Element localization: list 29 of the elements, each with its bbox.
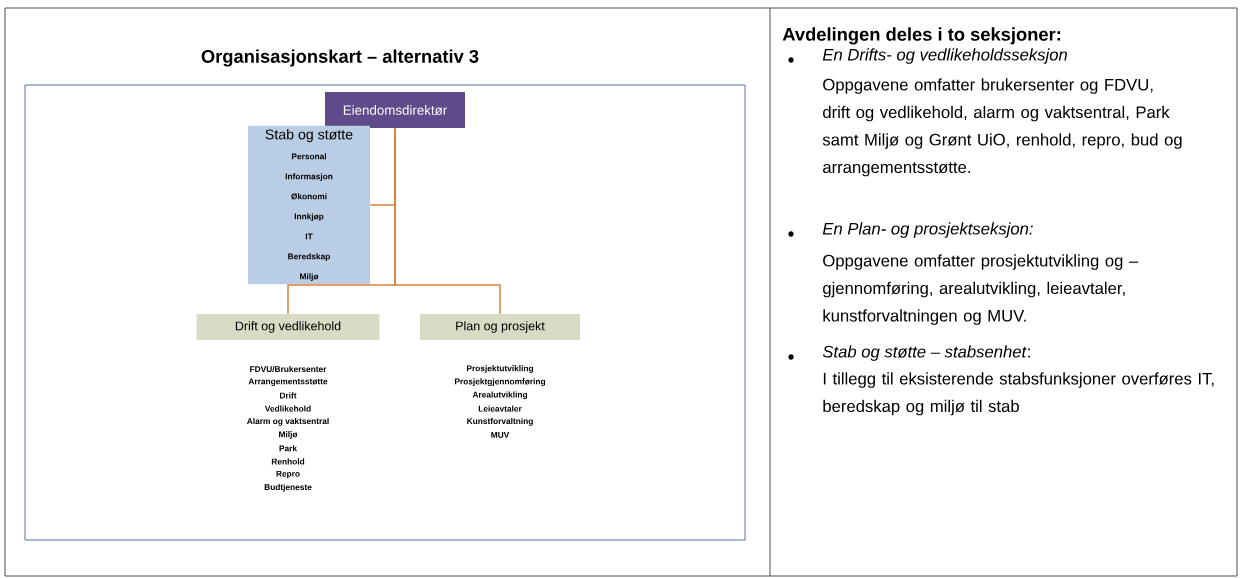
- unit-name: Arrangementsstøtte: [248, 378, 328, 386]
- unit-name: Alarm og vaktsentral: [247, 417, 329, 426]
- unit-name: Prosjektgjennomføring: [454, 378, 546, 387]
- bullet-text: Oppgavene omfatter brukersenter og FDVU, drift og vedlikehold, alarm og vaktsentral, Park samt Miljø og Grønt UiO, renhold, repro, bud og arrangementsstøtte.: [822, 78, 1182, 177]
- unit-name: Arealutvikling: [472, 391, 527, 400]
- bullet-text: I tillegg til eksisterende stabsfunksjoner overføres IT, beredskap og miljø til stab: [823, 372, 1214, 416]
- unit-name: Park: [279, 445, 298, 452]
- unit-name: Drift: [280, 392, 297, 399]
- unit-name: Repro: [276, 470, 300, 479]
- department-box: Stab og støtte Personal Informasjon Økonomi Innkjøp IT Beredskap Miljø: [248, 125, 370, 285]
- unit-name: Leieavtaler: [478, 405, 522, 412]
- slide-title: Organisasjonskart – alternativ 3: [201, 49, 479, 67]
- bullet-heading: En Drifts- og vedlikeholdsseksjon: [822, 48, 1067, 64]
- bullet-text: Oppgavene omfatter prosjektutvikling og –gjennomføring, arealutvikling, leieavtaler, kunstforvaltningen og MUV.: [823, 254, 1139, 325]
- section-box: Plan og prosjekt: [420, 314, 580, 340]
- unit-name: Vedlikehold: [264, 405, 311, 412]
- section-box: Drift og vedlikehold: [196, 314, 380, 340]
- unit-name: Kunstforvaltning: [467, 417, 533, 426]
- section-heading: Avdelingen deles i to seksjoner:: [782, 27, 1061, 45]
- unit-name: MUV: [491, 432, 510, 438]
- unit-name: Renhold: [271, 458, 305, 465]
- bullet-heading: Stab og støtte – stabsenhet:: [822, 345, 1030, 361]
- unit-name: Budtjeneste: [264, 483, 312, 492]
- unit-name: FDVU/Brukersenter: [250, 365, 327, 373]
- unit-name: Prosjektutvikling: [467, 365, 534, 373]
- connector-line: [394, 127, 501, 315]
- director-box: Eiendomsdirektør: [325, 92, 465, 128]
- unit-name: Miljø: [279, 431, 298, 439]
- bullet-heading: En Plan- og prosjektseksjon:: [822, 222, 1033, 238]
